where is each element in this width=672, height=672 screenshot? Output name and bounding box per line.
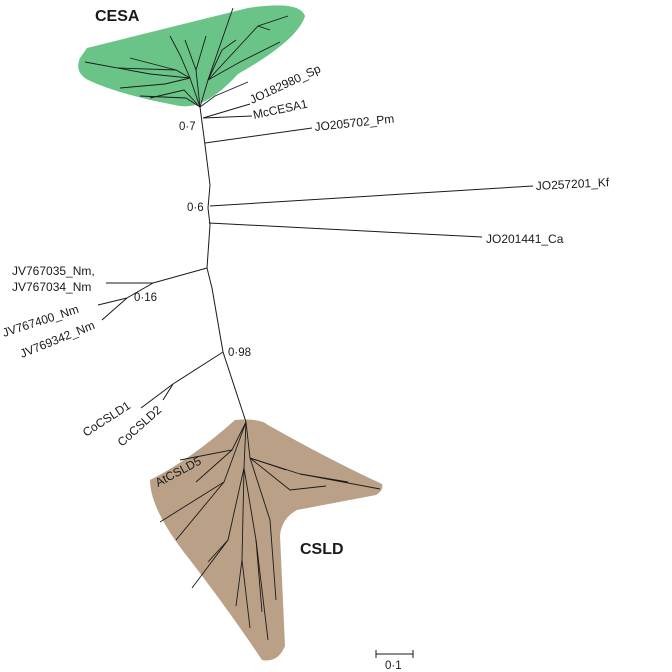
branch-jv767034	[126, 282, 154, 299]
scale-bar: 0·1	[375, 650, 414, 672]
csld-subtree	[159, 421, 381, 641]
support-value-node-c: 0·16	[134, 292, 157, 304]
branch-cocsld2	[162, 383, 174, 401]
branch-jv-cluster	[152, 267, 208, 284]
branch-cocsld-cluster	[172, 351, 224, 385]
branch-mccesa1	[202, 115, 253, 119]
support-value-node-d: 0·98	[228, 347, 251, 359]
taxon-label-jo257201: JO257201_Kf	[535, 175, 610, 193]
branch-jo257201	[209, 185, 534, 207]
branch-jv769342	[101, 297, 128, 321]
backbone-branch	[199, 106, 247, 423]
taxon-label-jo205702: JO205702_Pm	[314, 112, 395, 134]
scale-bar-label: 0·1	[385, 660, 402, 672]
support-value-node-b: 0·6	[187, 202, 204, 214]
taxon-label-jv767034: JV767034_Nm	[12, 280, 91, 294]
branch-jv767400	[97, 297, 128, 306]
clade-label-cesa: CESA	[95, 8, 140, 25]
branch-cocsld1	[140, 383, 174, 409]
branch-jo182980	[202, 103, 251, 119]
branch-jo201441	[208, 222, 483, 238]
support-value-node-a: 0·7	[179, 121, 196, 133]
branch-jo205702	[204, 127, 313, 144]
cesa-subtree	[84, 7, 289, 108]
clade-label-csld: CSLD	[300, 541, 344, 558]
cesa-clade-region	[78, 5, 305, 107]
csld-clade-region	[150, 419, 383, 661]
taxon-label-jo201441: JO201441_Ca	[486, 232, 564, 246]
taxon-label-jv767035: JV767035_Nm,	[12, 264, 95, 278]
taxon-label-jo182980: JO182980_Sp	[247, 61, 323, 106]
